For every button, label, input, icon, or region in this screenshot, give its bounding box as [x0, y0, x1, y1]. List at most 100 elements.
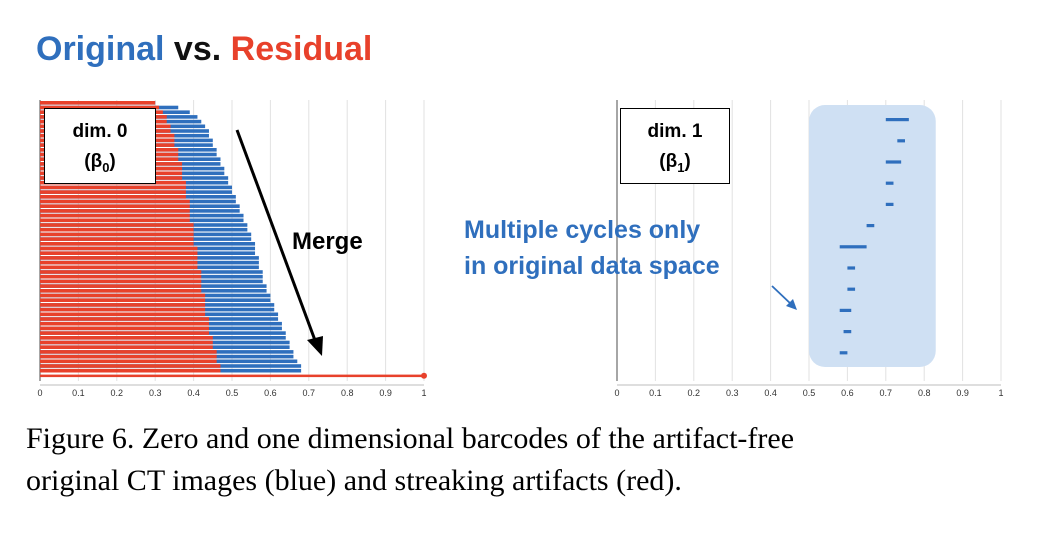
cycle-bar [843, 330, 852, 334]
red-bar [40, 345, 213, 349]
red-bar [40, 354, 217, 359]
merge-arrow-head [307, 336, 323, 356]
x-tick-label: 0.5 [226, 388, 239, 398]
caption-line2: original CT images (blue) and streaking … [26, 464, 682, 497]
x-tick-label: 1 [421, 388, 426, 398]
red-bar [40, 265, 198, 270]
red-bar [40, 227, 194, 232]
x-tick-label: 0 [37, 388, 42, 398]
x-tick-label: 0.2 [111, 388, 124, 398]
cycle-bar [839, 245, 867, 249]
red-bar [40, 359, 217, 364]
red-bar [40, 242, 194, 246]
red-bar [40, 232, 194, 237]
red-bar [40, 284, 202, 288]
red-bar [40, 307, 206, 312]
red-bar [40, 195, 186, 199]
cycle-bar [839, 351, 848, 355]
red-bar [40, 105, 160, 110]
merge-annotation: Merge [292, 228, 363, 255]
red-bar [40, 204, 190, 208]
figure-caption: Figure 6. Zero and one dimensional barco… [26, 418, 1036, 502]
x-tick-label: 0.3 [726, 388, 739, 398]
red-bar [40, 251, 198, 255]
red-bar [40, 303, 206, 307]
cycles-arrow-head [786, 299, 797, 310]
caption-line1: Figure 6. Zero and one dimensional barco… [26, 422, 795, 455]
red-bar [40, 289, 202, 293]
red-bar [40, 101, 156, 105]
cycle-bar [885, 160, 902, 164]
multiple-cycles-line1: Multiple cycles only [464, 216, 701, 244]
red-bar [40, 270, 202, 274]
red-bar [40, 199, 190, 204]
red-bar-end-dot [421, 372, 427, 379]
red-bar [40, 246, 198, 251]
red-bar [40, 237, 194, 241]
red-bar [40, 298, 206, 302]
red-bar [40, 321, 209, 326]
cycle-bar [847, 266, 856, 270]
x-tick-label: 0.4 [187, 388, 200, 398]
x-tick-label: 0.9 [956, 388, 969, 398]
cycle-bar [885, 181, 894, 185]
cycle-bar [866, 224, 875, 228]
red-bar [40, 209, 190, 213]
x-tick-label: 0.8 [341, 388, 354, 398]
red-bar [40, 218, 190, 223]
cycle-bar [885, 202, 894, 206]
red-bar [40, 331, 209, 335]
x-tick-label: 0.9 [379, 388, 392, 398]
red-bar-infinite [40, 374, 424, 378]
x-tick-label: 0.6 [841, 388, 854, 398]
cycle-bar [897, 139, 905, 143]
red-bar [40, 190, 186, 194]
dim0-label-box: dim. 0 (β0) [44, 108, 156, 184]
red-bar [40, 340, 213, 345]
red-bar [40, 223, 194, 227]
red-bar [40, 293, 206, 298]
x-tick-label: 0.5 [803, 388, 816, 398]
x-tick-label: 0.7 [303, 388, 316, 398]
cycle-bar [885, 118, 909, 122]
title-residual: Residual [230, 30, 373, 68]
red-bar [40, 364, 221, 368]
red-bar [40, 185, 186, 190]
dim0-beta: (β0) [84, 151, 116, 175]
cycle-bar [847, 287, 856, 291]
dim1-beta: (β1) [659, 151, 691, 175]
red-bar [40, 260, 198, 265]
cycles-arrow-line [771, 285, 793, 306]
x-tick-label: 0.8 [918, 388, 931, 398]
dim0-label: dim. 0 [72, 121, 128, 142]
red-bar [40, 312, 206, 317]
red-bar [40, 317, 209, 321]
merge-arrow-line [235, 129, 318, 344]
x-tick-label: 0.6 [264, 388, 277, 398]
x-tick-label: 0.1 [649, 388, 662, 398]
red-bar [40, 336, 213, 340]
red-bar [40, 213, 190, 218]
multiple-cycles-line2: in original data space [464, 252, 720, 280]
x-tick-label: 0.7 [880, 388, 893, 398]
x-tick-label: 0.2 [688, 388, 701, 398]
highlight-region [809, 105, 936, 367]
red-bar [40, 279, 202, 284]
dim1-label: dim. 1 [647, 121, 703, 142]
x-tick-label: 0.1 [72, 388, 85, 398]
barcode-charts: 0 0.1 0.2 0.3 0.4 0.5 0.6 0.7 0.8 0.9 1 0 0.1 0.2 0.3 0… [37, 100, 1004, 398]
x-tick-label: 0.4 [764, 388, 777, 398]
red-bar [40, 274, 202, 279]
cycle-bar [839, 308, 852, 312]
dim1-label-box: dim. 1 (β1) [620, 108, 730, 184]
red-bar [40, 256, 198, 260]
title-original: Original [36, 30, 165, 68]
figure-title: Original vs. Residual [36, 30, 372, 69]
x-tick-label: 0.3 [149, 388, 162, 398]
red-bar [40, 326, 209, 331]
title-vs: vs. [173, 30, 222, 68]
red-bar [40, 350, 217, 354]
multiple-cycles-annotation: Multiple cycles only in original data sp… [464, 212, 720, 284]
x-tick-label: 0 [614, 388, 619, 398]
x-tick-label: 1 [998, 388, 1003, 398]
